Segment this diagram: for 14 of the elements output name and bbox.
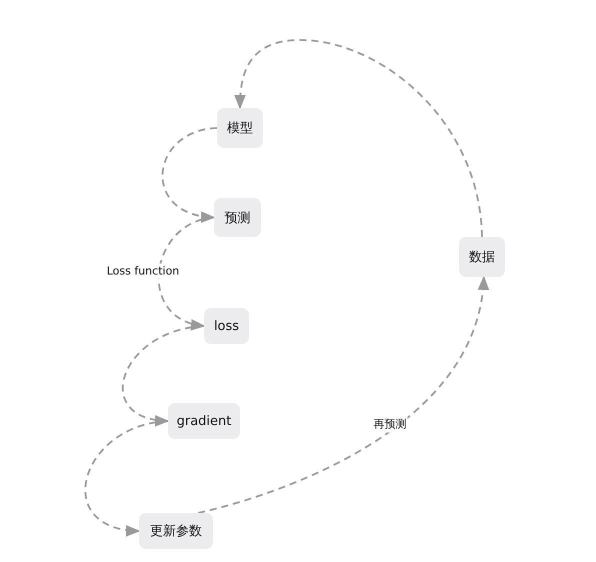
edge-label: Loss function xyxy=(106,264,180,278)
process-box: gradient xyxy=(168,403,240,439)
process-box: 数据 xyxy=(459,237,505,277)
process-box: 模型 xyxy=(217,108,263,148)
edge-label: 再预测 xyxy=(372,416,408,432)
process-box: 预测 xyxy=(214,198,261,237)
dashed-arrow xyxy=(162,127,218,222)
process-box: 更新参数 xyxy=(139,513,213,549)
dashed-arrow xyxy=(122,325,204,426)
process-box: loss xyxy=(204,308,249,344)
dashed-arrow xyxy=(158,216,214,329)
dashed-arrow xyxy=(84,420,168,536)
dashed-arrow xyxy=(234,39,483,238)
dashed-arrow xyxy=(198,276,488,514)
